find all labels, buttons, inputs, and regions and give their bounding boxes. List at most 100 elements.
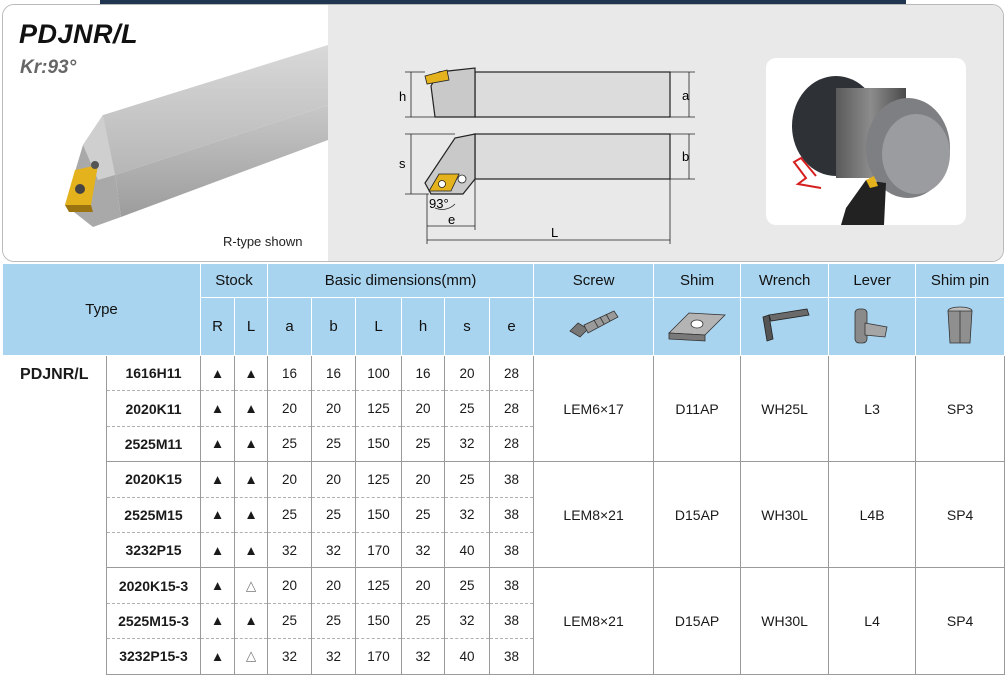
dim-s: 40 xyxy=(444,532,491,569)
table-row: 3232P15-3 ▲ △ 32 32 170 32 40 38 xyxy=(3,638,1005,675)
dim-s: 25 xyxy=(444,461,491,498)
dim-s: 20 xyxy=(444,355,491,392)
header-stock: Stock xyxy=(199,263,269,298)
dim-b: 25 xyxy=(311,603,357,640)
lever-value: L3 xyxy=(828,355,917,463)
screw-value: LEM6×17 xyxy=(533,355,655,463)
stock-R: ▲ xyxy=(200,638,235,675)
header-screw: Screw xyxy=(533,263,655,298)
dim-a: 20 xyxy=(267,390,313,427)
shim-value: D11AP xyxy=(653,355,742,463)
lever-icon-cell xyxy=(828,297,917,356)
stock-R: ▲ xyxy=(200,532,235,569)
stock-L: ▲ xyxy=(234,390,269,427)
stock-L: ▲ xyxy=(234,532,269,569)
table-row: 3232P15 ▲ ▲ 32 32 170 32 40 38 xyxy=(3,532,1005,569)
shim-pin-value: SP3 xyxy=(915,355,1006,463)
screw-icon xyxy=(568,309,619,338)
model-code: 3232P15-3 xyxy=(106,638,201,675)
stock-L: ▲ xyxy=(234,603,269,640)
dim-a: 25 xyxy=(267,426,313,463)
shim-pin-icon-cell xyxy=(915,297,1006,356)
model-code: 2020K15 xyxy=(106,461,201,498)
dim-a: 32 xyxy=(267,532,313,569)
shim-value: D15AP xyxy=(653,567,742,675)
header-wrench: Wrench xyxy=(740,263,830,298)
dim-h: 32 xyxy=(401,532,446,569)
header-shim: Shim xyxy=(653,263,742,298)
sub-header-s: s xyxy=(444,297,491,356)
stock-R: ▲ xyxy=(200,390,235,427)
spec-table: Type Stock Basic dimensions(mm) Screw Sh… xyxy=(2,263,1006,675)
dim-e: 28 xyxy=(489,355,535,392)
dim-e: 38 xyxy=(489,532,535,569)
stock-L: ▲ xyxy=(234,355,269,392)
wrench-value: WH30L xyxy=(740,567,830,675)
shim-pin-value: SP4 xyxy=(915,567,1006,675)
dim-h: 20 xyxy=(401,461,446,498)
model-code: 2525M11 xyxy=(106,426,201,463)
dim-b: 25 xyxy=(311,497,357,533)
screw-value: LEM8×21 xyxy=(533,567,655,675)
dim-b: 20 xyxy=(311,390,357,427)
dim-L: 125 xyxy=(355,567,403,604)
approach-angle: Kr:93° xyxy=(20,57,77,78)
dim-s: 40 xyxy=(444,638,491,675)
stock-R: ▲ xyxy=(200,567,235,604)
type-name: PDJNR/L xyxy=(2,355,107,675)
dim-L: 170 xyxy=(355,638,403,675)
dim-b: 25 xyxy=(311,426,357,463)
sub-header-R: R xyxy=(200,297,235,356)
dim-e: 38 xyxy=(489,638,535,675)
table-row: PDJNR/L 1616H11 ▲ ▲ 16 16 100 16 20 28 L… xyxy=(2,355,1006,675)
stock-R: ▲ xyxy=(200,461,235,498)
dim-a: 32 xyxy=(267,638,313,675)
stock-L: △ xyxy=(234,567,269,604)
tool-holder-image xyxy=(65,45,328,227)
table-row: 2020K15-3 ▲ △ 20 20 125 20 25 38 LEM8×21… xyxy=(3,567,1006,675)
header-basic-dimensions: Basic dimensions(mm) xyxy=(267,263,535,298)
dim-L: 150 xyxy=(355,426,403,463)
dim-b: 32 xyxy=(311,532,357,569)
top-accent-bar xyxy=(100,0,906,4)
header-shim-pin: Shim pin xyxy=(915,263,1006,298)
model-code: 2525M15-3 xyxy=(106,603,201,640)
wrench-value: WH30L xyxy=(740,461,830,569)
dim-s: 32 xyxy=(444,426,491,463)
lever-value: L4 xyxy=(828,567,917,675)
model-code: 3232P15 xyxy=(106,532,201,569)
wrench-value: WH25L xyxy=(740,355,830,463)
label-e: e xyxy=(448,212,455,227)
dim-L: 100 xyxy=(355,355,403,392)
model-code: 1616H11 xyxy=(106,355,201,392)
application-photo xyxy=(766,58,966,225)
dim-a: 20 xyxy=(267,567,313,604)
model-code: 2020K11 xyxy=(106,390,201,427)
turning-illustration xyxy=(792,76,950,225)
dim-e: 38 xyxy=(489,497,535,533)
dim-h: 32 xyxy=(401,638,446,675)
shim-icon xyxy=(668,312,727,341)
table-row: 2525M15 ▲ ▲ 25 25 150 25 32 38 xyxy=(3,497,1005,533)
table-row: 2525M15-3 ▲ ▲ 25 25 150 25 32 38 xyxy=(3,603,1005,640)
label-s: s xyxy=(399,156,406,171)
stock-R: ▲ xyxy=(200,355,235,392)
dim-h: 20 xyxy=(401,390,446,427)
tool-photo-area: PDJNR/L Kr:93° R-type shown xyxy=(3,5,328,261)
label-L: L xyxy=(551,225,558,240)
table-row: 2020K15 ▲ ▲ 20 20 125 20 25 38 LEM8×21 D… xyxy=(3,461,1006,569)
label-a: a xyxy=(682,88,690,103)
dimension-drawing: h a s b 93° e L xyxy=(399,67,695,244)
dim-h: 16 xyxy=(401,355,446,392)
dim-s: 32 xyxy=(444,497,491,533)
rtype-note: R-type shown xyxy=(223,234,303,249)
header-type: Type xyxy=(2,263,201,356)
stock-R: ▲ xyxy=(200,426,235,463)
shim-icon-cell xyxy=(653,297,742,356)
dim-L: 125 xyxy=(355,461,403,498)
dim-s: 25 xyxy=(444,567,491,604)
stock-R: ▲ xyxy=(200,603,235,640)
shim-pin-icon xyxy=(947,306,973,343)
dim-e: 28 xyxy=(489,390,535,427)
sub-header-length: L xyxy=(355,297,403,356)
